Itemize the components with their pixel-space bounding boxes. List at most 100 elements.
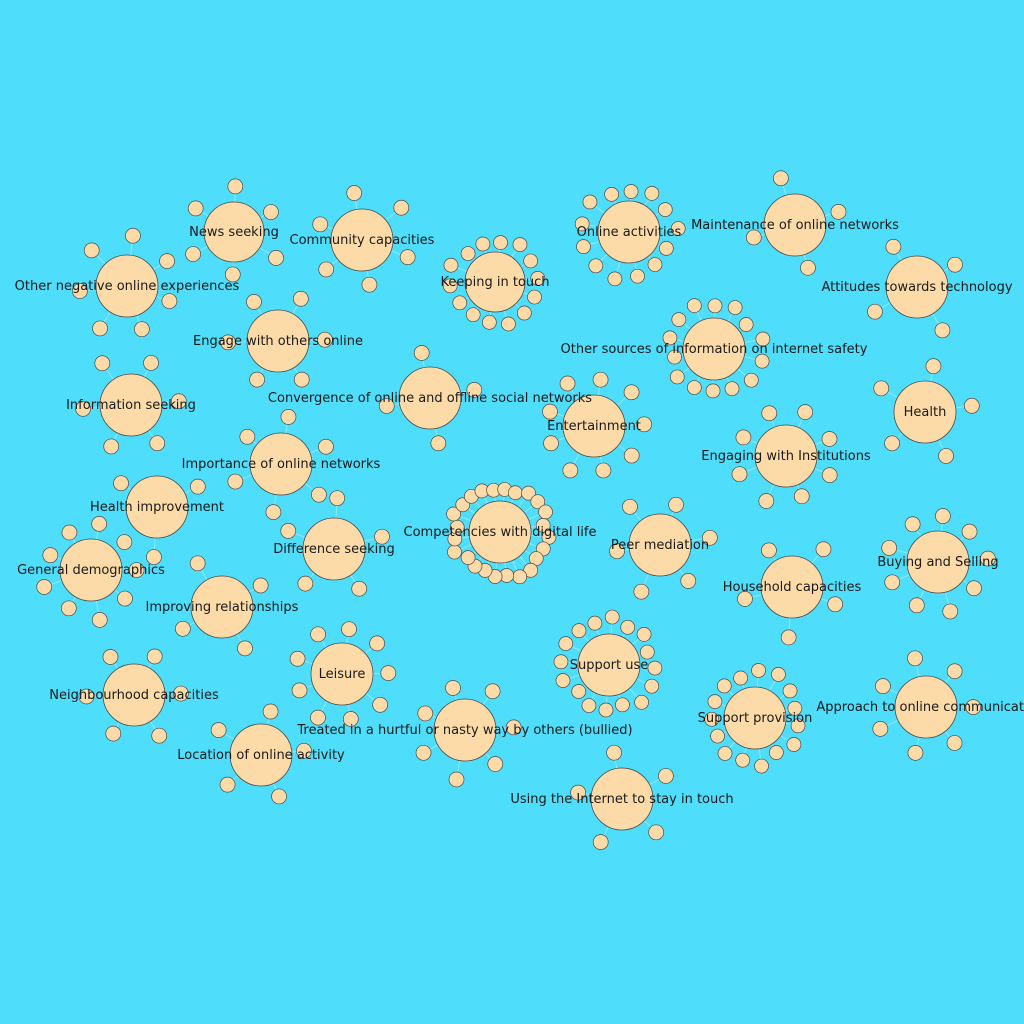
- satellite-node[interactable]: [780, 629, 797, 646]
- satellite-node[interactable]: [117, 590, 133, 607]
- satellite-node[interactable]: [562, 462, 579, 479]
- satellite-node[interactable]: [623, 184, 639, 199]
- satellite-node[interactable]: [686, 298, 702, 313]
- hub-node-other-negative-online-experiences[interactable]: [95, 254, 159, 318]
- satellite-node[interactable]: [821, 467, 838, 483]
- satellite-node[interactable]: [91, 612, 108, 628]
- satellite-node[interactable]: [484, 683, 501, 700]
- satellite-node[interactable]: [581, 698, 597, 713]
- satellite-node[interactable]: [521, 485, 536, 501]
- satellite-node[interactable]: [460, 246, 476, 261]
- hub-node-importance-of-online-networks[interactable]: [249, 432, 313, 496]
- satellite-node[interactable]: [558, 636, 574, 651]
- hub-node-community-capacities[interactable]: [330, 208, 394, 272]
- satellite-node[interactable]: [263, 204, 279, 220]
- satellite-node[interactable]: [735, 752, 751, 768]
- satellite-node[interactable]: [72, 283, 88, 299]
- satellite-node[interactable]: [607, 271, 623, 287]
- satellite-node[interactable]: [702, 529, 718, 546]
- satellite-node[interactable]: [934, 322, 951, 339]
- satellite-node[interactable]: [582, 194, 598, 210]
- satellite-node[interactable]: [239, 428, 256, 445]
- satellite-node[interactable]: [329, 490, 346, 507]
- hub-node-online-activities[interactable]: [597, 200, 661, 264]
- satellite-node[interactable]: [61, 524, 78, 541]
- satellite-node[interactable]: [262, 703, 279, 720]
- satellite-node[interactable]: [92, 320, 108, 337]
- satellite-node[interactable]: [75, 400, 91, 417]
- satellite-node[interactable]: [668, 496, 684, 513]
- satellite-node[interactable]: [170, 393, 187, 410]
- satellite-node[interactable]: [787, 700, 803, 716]
- satellite-node[interactable]: [623, 447, 640, 464]
- satellite-node[interactable]: [297, 575, 314, 592]
- satellite-node[interactable]: [555, 673, 571, 688]
- satellite-node[interactable]: [576, 239, 591, 254]
- satellite-node[interactable]: [342, 711, 359, 727]
- hub-node-household-capacities[interactable]: [760, 555, 824, 619]
- satellite-node[interactable]: [493, 235, 508, 250]
- hub-node-competencies-with-digital-life[interactable]: [468, 500, 532, 564]
- satellite-node[interactable]: [291, 682, 308, 699]
- satellite-node[interactable]: [680, 573, 697, 589]
- satellite-node[interactable]: [963, 397, 980, 414]
- satellite-node[interactable]: [727, 300, 743, 315]
- satellite-node[interactable]: [705, 383, 721, 399]
- satellite-node[interactable]: [185, 246, 201, 262]
- satellite-node[interactable]: [341, 621, 357, 638]
- hub-node-keeping-in-touch[interactable]: [464, 251, 526, 313]
- hub-node-convergence-of-online-and-offline-social-networks[interactable]: [398, 366, 462, 430]
- satellite-node[interactable]: [786, 737, 802, 752]
- satellite-node[interactable]: [105, 725, 122, 742]
- satellite-node[interactable]: [738, 317, 754, 332]
- satellite-node[interactable]: [415, 744, 432, 761]
- satellite-node[interactable]: [523, 562, 539, 578]
- hub-node-entertainment[interactable]: [562, 394, 626, 458]
- satellite-node[interactable]: [475, 236, 491, 252]
- satellite-node[interactable]: [907, 744, 924, 761]
- satellite-node[interactable]: [173, 685, 189, 702]
- satellite-node[interactable]: [443, 257, 459, 273]
- satellite-node[interactable]: [908, 597, 925, 614]
- satellite-node[interactable]: [622, 498, 638, 515]
- satellite-node[interactable]: [465, 307, 481, 323]
- satellite-node[interactable]: [644, 678, 660, 694]
- satellite-node[interactable]: [754, 353, 770, 369]
- satellite-node[interactable]: [761, 405, 778, 422]
- satellite-node[interactable]: [361, 276, 378, 293]
- satellite-node[interactable]: [604, 186, 619, 202]
- satellite-node[interactable]: [647, 660, 663, 676]
- satellite-node[interactable]: [446, 506, 461, 522]
- satellite-node[interactable]: [671, 312, 687, 327]
- satellite-node[interactable]: [128, 562, 145, 578]
- satellite-node[interactable]: [815, 541, 832, 558]
- satellite-node[interactable]: [587, 615, 603, 631]
- satellite-node[interactable]: [393, 199, 410, 216]
- satellite-node[interactable]: [644, 186, 660, 201]
- satellite-node[interactable]: [351, 580, 368, 597]
- satellite-node[interactable]: [925, 358, 942, 374]
- satellite-node[interactable]: [311, 486, 327, 503]
- satellite-node[interactable]: [252, 577, 269, 594]
- satellite-node[interactable]: [758, 493, 775, 509]
- satellite-node[interactable]: [574, 216, 590, 232]
- satellite-node[interactable]: [800, 259, 816, 276]
- satellite-node[interactable]: [570, 784, 586, 801]
- satellite-node[interactable]: [904, 516, 921, 533]
- satellite-node[interactable]: [143, 355, 159, 371]
- satellite-node[interactable]: [538, 504, 553, 520]
- satellite-node[interactable]: [773, 170, 789, 187]
- satellite-node[interactable]: [452, 295, 468, 311]
- satellite-node[interactable]: [790, 718, 806, 734]
- satellite-node[interactable]: [189, 555, 206, 572]
- satellite-node[interactable]: [647, 257, 663, 272]
- satellite-node[interactable]: [670, 221, 686, 236]
- satellite-node[interactable]: [210, 722, 227, 738]
- hub-node-support-provision[interactable]: [723, 686, 787, 750]
- satellite-node[interactable]: [374, 528, 390, 545]
- satellite-node[interactable]: [553, 654, 569, 670]
- satellite-node[interactable]: [219, 776, 236, 793]
- satellite-node[interactable]: [745, 229, 762, 246]
- satellite-node[interactable]: [875, 678, 891, 695]
- satellite-node[interactable]: [60, 600, 77, 617]
